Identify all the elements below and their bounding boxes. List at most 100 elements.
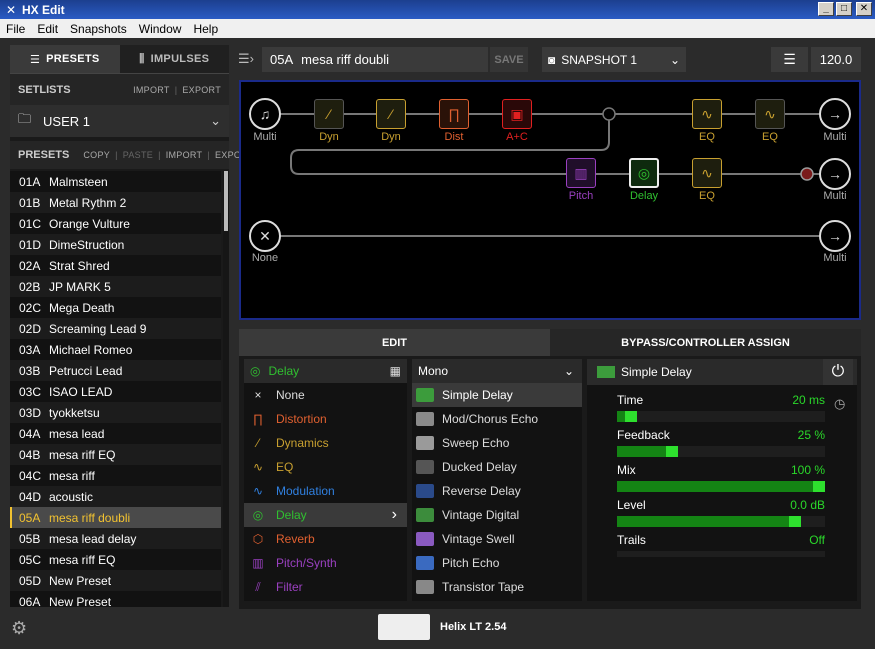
menu-arrow-icon[interactable]: ☰›	[238, 51, 254, 66]
dyn-block-2[interactable]: ⁄	[376, 99, 406, 129]
eq-block-3[interactable]: ∿	[692, 158, 722, 188]
param-slider[interactable]	[617, 551, 825, 557]
save-button[interactable]: SAVE	[490, 47, 528, 72]
dist-block[interactable]: ∏	[439, 99, 469, 129]
gear-icon[interactable]: ⚙	[11, 618, 28, 638]
merge-node[interactable]	[800, 167, 814, 181]
mode-dropdown[interactable]: Mono ⌄	[412, 359, 582, 383]
output-arrow-icon[interactable]: →	[819, 98, 851, 130]
category-item[interactable]: ∿EQ	[244, 455, 407, 479]
minimize-button[interactable]: _	[818, 2, 834, 16]
category-item[interactable]: ×None	[244, 383, 407, 407]
split-node[interactable]	[602, 107, 616, 121]
model-item[interactable]: Pitch Echo	[412, 551, 582, 575]
menu-edit[interactable]: Edit	[37, 21, 59, 36]
setlist-view-button[interactable]: ☰	[771, 47, 808, 72]
delay-block[interactable]: ◎	[629, 158, 659, 188]
preset-export-button[interactable]: EXPORT	[214, 150, 254, 160]
scrollbar-thumb[interactable]	[224, 171, 228, 231]
menu-file[interactable]: File	[6, 21, 26, 36]
setlist-dropdown[interactable]: 🗀 USER 1 ⌄	[10, 105, 229, 137]
category-item[interactable]: ▥Pitch/Synth	[244, 551, 407, 575]
menu-snapshots[interactable]: Snapshots	[70, 21, 127, 36]
param-value[interactable]: 20 ms	[792, 393, 825, 407]
category-item[interactable]: ⫽Filter	[244, 575, 407, 599]
model-item[interactable]: Reverse Delay	[412, 479, 582, 503]
preset-paste-button[interactable]: PASTE	[122, 150, 154, 160]
preset-copy-button[interactable]: COPY	[83, 150, 111, 160]
tab-impulses[interactable]: ⫼ IMPULSES	[119, 45, 229, 73]
model-item[interactable]: Vintage Digital	[412, 503, 582, 527]
preset-import-button[interactable]: IMPORT	[165, 150, 203, 160]
output-arrow-icon[interactable]: →	[819, 220, 851, 252]
pitch-block[interactable]: ▥	[566, 158, 596, 188]
setlist-export-button[interactable]: EXPORT	[182, 84, 221, 95]
amp-cab-block[interactable]: ▣	[502, 99, 532, 129]
category-item[interactable]: ∏Distortion	[244, 407, 407, 431]
model-item[interactable]: Ducked Delay	[412, 455, 582, 479]
eq-block-1[interactable]: ∿	[692, 99, 722, 129]
clock-icon[interactable]: ◷	[834, 396, 846, 411]
tempo-display[interactable]: 120.0	[811, 47, 861, 72]
menu-help[interactable]: Help	[193, 21, 219, 36]
category-item[interactable]: ∿Modulation	[244, 479, 407, 503]
preset-name-field[interactable]: 05A mesa riff doubli	[262, 47, 488, 72]
tab-edit[interactable]: EDIT	[239, 329, 550, 356]
maximize-button[interactable]: □	[836, 2, 852, 16]
eq-block-2[interactable]: ∿	[755, 99, 785, 129]
grid-icon[interactable]: ▦	[389, 364, 401, 378]
model-item[interactable]: Simple Delay	[412, 383, 582, 407]
snapshot-dropdown[interactable]: ◙ SNAPSHOT 1 ⌄	[542, 47, 686, 72]
param-slider[interactable]	[617, 411, 825, 422]
category-item[interactable]: ⬡Reverb	[244, 527, 407, 551]
param-value[interactable]: Off	[809, 533, 825, 547]
slider-knob[interactable]	[624, 411, 637, 422]
param-value[interactable]: 0.0 dB	[790, 498, 825, 512]
param-value[interactable]: 100 %	[790, 463, 825, 477]
model-item[interactable]: Mod/Chorus Echo	[412, 407, 582, 431]
tab-bypass-controller[interactable]: BYPASS/CONTROLLER ASSIGN	[550, 329, 861, 356]
category-item[interactable]: ⁄Dynamics	[244, 431, 407, 455]
model-item[interactable]: Vintage Swell	[412, 527, 582, 551]
param-slider[interactable]	[617, 446, 825, 457]
power-icon[interactable]: ⏻	[823, 359, 853, 385]
dyn-block-1[interactable]: ⁄	[314, 99, 344, 129]
model-item[interactable]: Transistor Tape	[412, 575, 582, 599]
close-button[interactable]: ✕	[856, 2, 872, 16]
category-item[interactable]: ◎Delay›	[244, 503, 407, 527]
none-input-icon[interactable]: ✕	[249, 220, 281, 252]
param-value[interactable]: 25 %	[797, 428, 825, 442]
menu-window[interactable]: Window	[138, 21, 182, 36]
preset-scrollbar[interactable]	[223, 171, 229, 607]
param-slider[interactable]	[617, 516, 825, 527]
slider-knob[interactable]	[666, 446, 678, 457]
output-arrow-icon[interactable]: →	[819, 158, 851, 190]
tab-presets[interactable]: ☰ PRESETS	[10, 45, 120, 73]
slider-knob[interactable]	[789, 516, 802, 527]
slider-knob[interactable]	[813, 481, 825, 492]
guitar-input-icon[interactable]: ♫	[249, 98, 281, 130]
model-item[interactable]: Sweep Echo	[412, 431, 582, 455]
setlist-import-button[interactable]: IMPORT	[133, 84, 170, 95]
